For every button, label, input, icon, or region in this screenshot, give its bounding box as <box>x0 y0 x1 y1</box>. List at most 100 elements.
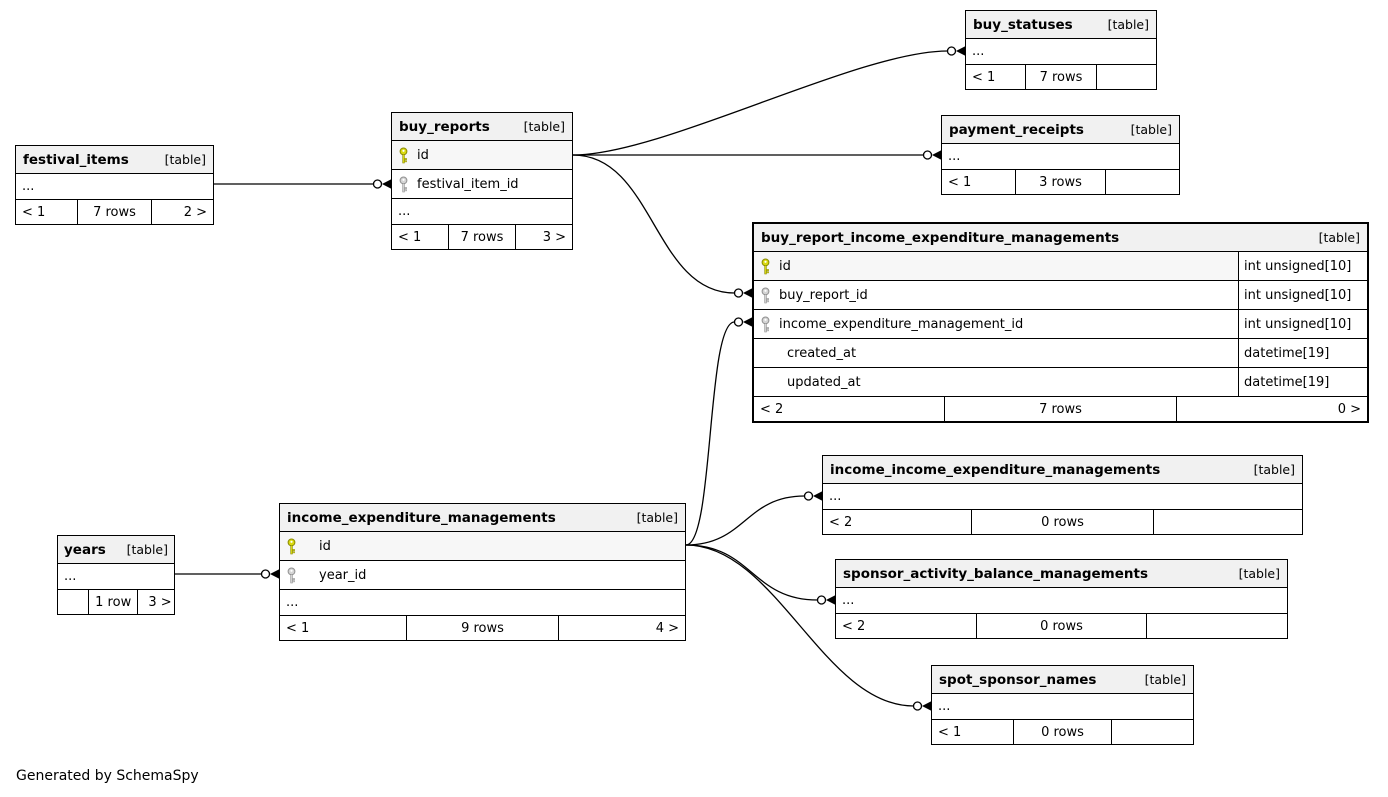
table-node-payment-receipts[interactable]: payment_receipts [table] ... < 1 3 rows <box>941 115 1180 195</box>
table-node-festival-items[interactable]: festival_items [table] ... < 1 7 rows 2 … <box>15 145 214 225</box>
column-name: year_id <box>319 567 367 583</box>
zero-or-one-circle <box>372 179 383 189</box>
column-row: festival_item_id <box>392 170 572 199</box>
table-footer: 1 row 3 > <box>58 590 174 614</box>
table-node-buy-report-income-expenditure-managements[interactable]: buy_report_income_expenditure_management… <box>752 222 1369 423</box>
footer-rowcount: 0 rows <box>975 614 1148 638</box>
relationship-line <box>685 495 805 546</box>
table-name: spot_sponsor_names <box>939 671 1097 688</box>
footer-rowcount: 7 rows <box>77 200 152 224</box>
columns-ellipsis-row: ... <box>58 564 174 590</box>
footer-parents: < 1 <box>948 174 972 190</box>
table-name: buy_statuses <box>973 16 1073 33</box>
footer-rowcount: 7 rows <box>447 225 517 249</box>
column-row: income_expenditure_management_id int uns… <box>754 310 1367 339</box>
table-name: buy_report_income_expenditure_management… <box>761 229 1120 246</box>
footer-parents: < 2 <box>760 401 784 417</box>
table-node-spot-sponsor-names[interactable]: spot_sponsor_names [table] ... < 1 0 row… <box>931 665 1194 745</box>
footer-rowcount: 1 row <box>88 590 139 614</box>
footer-parents: < 1 <box>972 69 996 85</box>
table-header: income_expenditure_managements [table] <box>280 504 685 532</box>
table-header: buy_reports [table] <box>392 113 572 141</box>
column-name: created_at <box>787 345 857 361</box>
primary-key-icon <box>760 258 772 275</box>
table-header: spot_sponsor_names [table] <box>932 666 1193 694</box>
footer-rowcount: 3 rows <box>1015 170 1106 194</box>
table-tag: [table] <box>1130 122 1172 137</box>
table-node-sponsor-activity-balance-managements[interactable]: sponsor_activity_balance_managements [ta… <box>835 559 1288 639</box>
fk-arrowhead-icon <box>270 569 279 579</box>
footer-parents: < 1 <box>938 724 962 740</box>
table-node-income-income-expenditure-managements[interactable]: income_income_expenditure_managements [t… <box>822 455 1303 535</box>
zero-or-one-circle <box>733 288 744 298</box>
fk-arrowhead-icon <box>922 701 931 711</box>
fk-arrowhead-icon <box>932 150 941 160</box>
column-row: id int unsigned[10] <box>754 252 1367 281</box>
table-footer: < 2 0 rows <box>836 614 1287 638</box>
table-tag: [table] <box>126 542 168 557</box>
columns-ellipsis-row: ... <box>966 39 1156 65</box>
columns-ellipsis-row: ... <box>16 174 213 200</box>
footer-children: 4 > <box>655 620 679 636</box>
table-header: years [table] <box>58 536 174 564</box>
footer-children: 0 > <box>1337 401 1361 417</box>
column-row: id <box>392 141 572 170</box>
footer-children <box>1106 170 1179 194</box>
fk-arrowhead-icon <box>382 179 391 189</box>
footer-parents: < 2 <box>842 618 866 634</box>
column-name: buy_report_id <box>779 287 868 303</box>
table-tag: [table] <box>1144 672 1186 687</box>
fk-arrowhead-icon <box>956 46 965 56</box>
table-node-income-expenditure-managements[interactable]: income_expenditure_managements [table] i… <box>279 503 686 641</box>
table-name: income_expenditure_managements <box>287 509 556 526</box>
columns-ellipsis-row: ... <box>942 144 1179 170</box>
fk-arrowhead-icon <box>743 288 752 298</box>
fk-arrowhead-icon <box>813 491 822 501</box>
zero-or-one-circle <box>260 569 271 579</box>
column-row: id <box>280 532 685 561</box>
footer-parents <box>58 590 88 614</box>
table-name: sponsor_activity_balance_managements <box>843 565 1148 582</box>
column-name: id <box>417 147 429 163</box>
columns-ellipsis-row: ... <box>392 199 572 225</box>
table-header: income_income_expenditure_managements [t… <box>823 456 1302 484</box>
footer-children <box>1097 65 1156 89</box>
table-footer: < 1 7 rows <box>966 65 1156 89</box>
footer-children <box>1154 510 1302 534</box>
footer-rowcount: 7 rows <box>944 397 1177 421</box>
column-type: int unsigned[10] <box>1238 281 1367 309</box>
relationship-line <box>685 544 818 601</box>
table-name: income_income_expenditure_managements <box>830 461 1161 478</box>
table-header: buy_statuses [table] <box>966 11 1156 39</box>
table-tag: [table] <box>164 152 206 167</box>
footer-children: 3 > <box>542 229 566 245</box>
table-tag: [table] <box>1318 230 1360 245</box>
table-node-years[interactable]: years [table] ... 1 row 3 > <box>57 535 175 615</box>
footer-children <box>1112 720 1193 744</box>
footer-rowcount: 7 rows <box>1024 65 1098 89</box>
zero-or-one-circle <box>733 317 744 327</box>
generated-by-credit: Generated by SchemaSpy <box>16 768 199 784</box>
footer-parents: < 1 <box>286 620 310 636</box>
table-name: festival_items <box>23 151 129 168</box>
table-footer: < 2 0 rows <box>823 510 1302 534</box>
table-footer: < 1 7 rows 2 > <box>16 200 213 224</box>
footer-parents: < 1 <box>22 204 46 220</box>
table-footer: < 1 3 rows <box>942 170 1179 194</box>
table-node-buy-statuses[interactable]: buy_statuses [table] ... < 1 7 rows <box>965 10 1157 90</box>
table-node-buy-reports[interactable]: buy_reports [table] id festival_item_id … <box>391 112 573 250</box>
columns-ellipsis-row: ... <box>280 590 685 616</box>
column-name: updated_at <box>787 374 861 390</box>
column-row: created_at datetime[19] <box>754 339 1367 368</box>
columns-ellipsis-row: ... <box>836 588 1287 614</box>
foreign-key-icon <box>760 287 772 304</box>
columns-ellipsis-row: ... <box>823 484 1302 510</box>
column-name: id <box>779 258 791 274</box>
column-row: year_id <box>280 561 685 590</box>
footer-rowcount: 0 rows <box>971 510 1154 534</box>
primary-key-icon <box>286 538 298 555</box>
footer-parents: < 2 <box>829 514 853 530</box>
fk-arrowhead-icon <box>743 317 752 327</box>
